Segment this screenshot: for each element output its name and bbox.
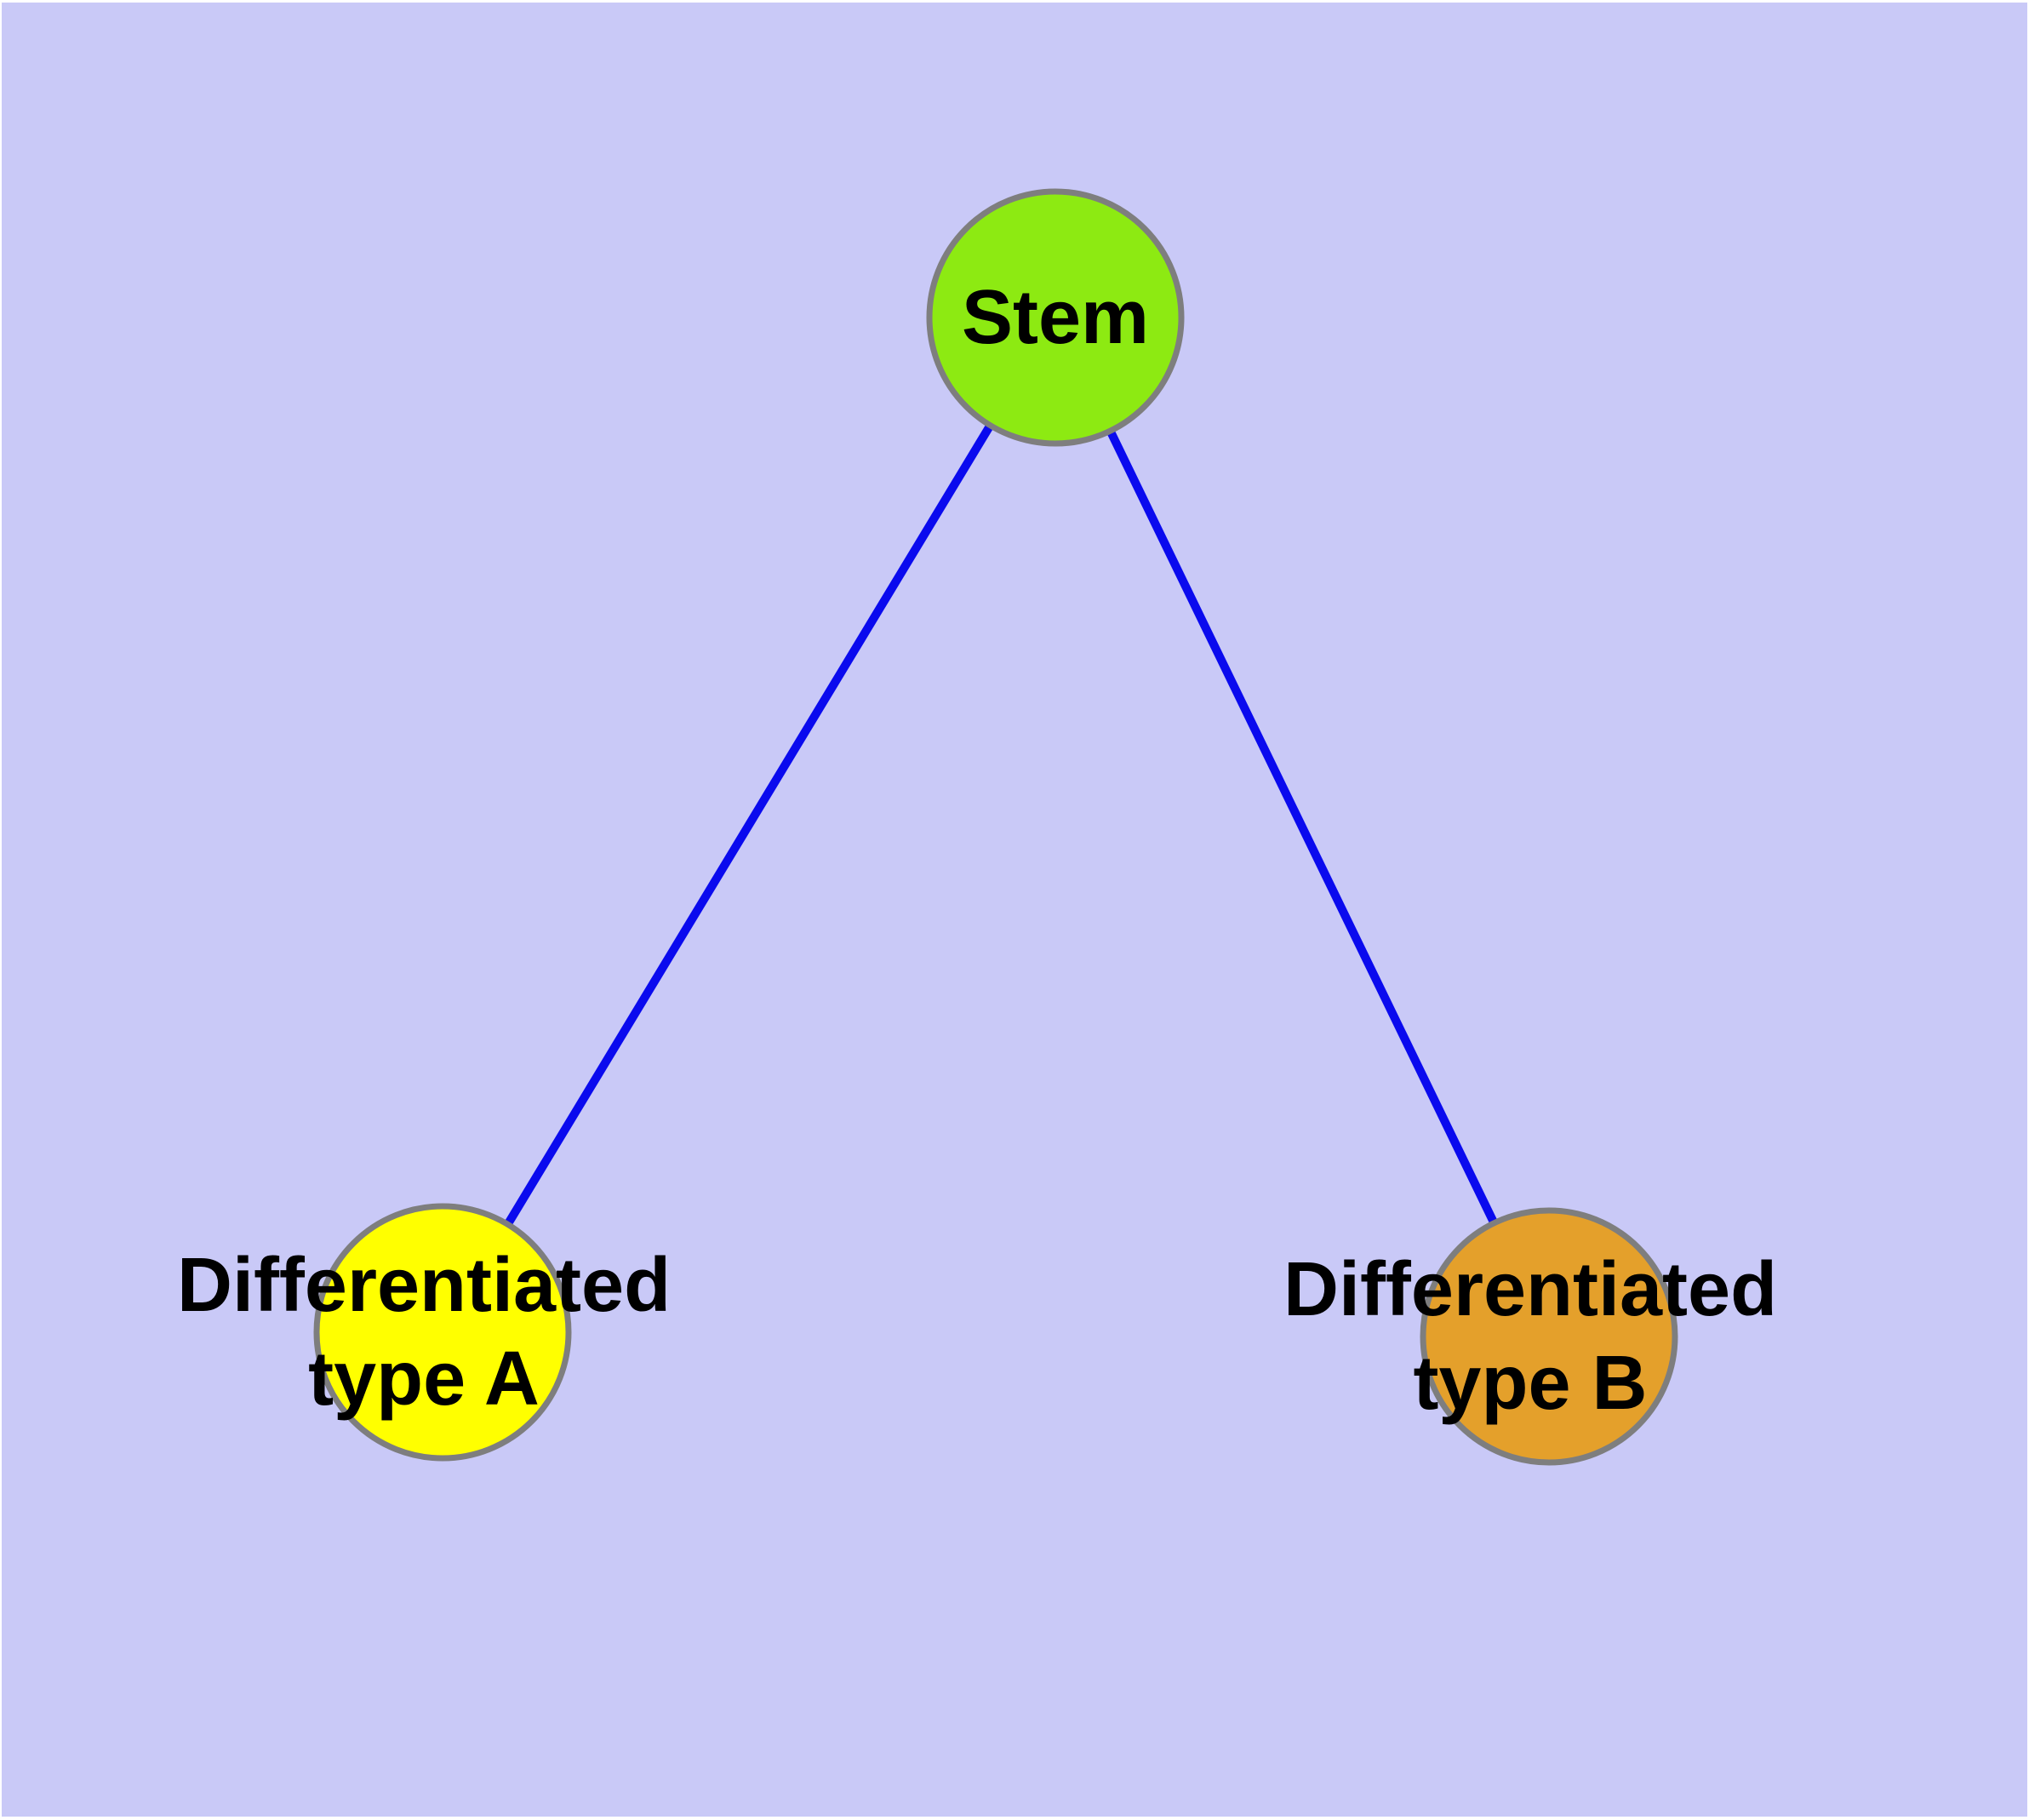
differentiated-type-b-node	[1420, 1207, 1678, 1466]
stem-label-line: Stem	[961, 275, 1150, 360]
edge-stem-to-type-b	[1051, 315, 1553, 1339]
type-b-label-line-1: Differentiated	[1283, 1247, 1778, 1332]
stem-node-label: Stem	[962, 271, 1149, 364]
differentiated-type-b-label: Differentiated type B	[1283, 1243, 1777, 1430]
edge-stem-to-type-a	[438, 315, 1060, 1335]
type-b-label-line-2: type B	[1413, 1341, 1648, 1426]
differentiated-type-a-node	[313, 1203, 572, 1462]
stem-node	[926, 188, 1185, 447]
type-a-label-line-2: type A	[308, 1336, 540, 1422]
differentiated-type-a-label: Differentiated type A	[177, 1239, 671, 1426]
type-a-label-line-1: Differentiated	[176, 1243, 672, 1328]
